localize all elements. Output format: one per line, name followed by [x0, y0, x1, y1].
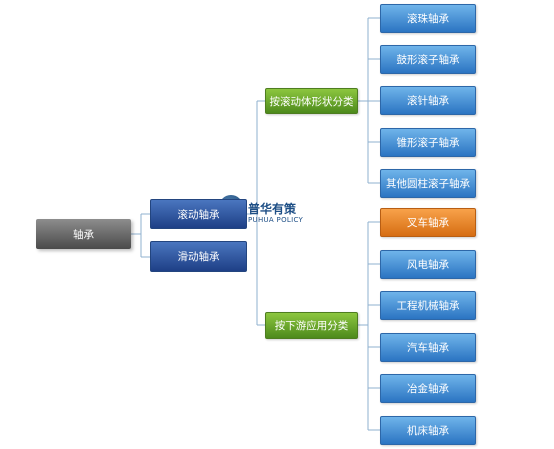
leaf-construction-machinery-bearing: 工程机械轴承	[380, 291, 476, 320]
watermark-name-en: PUHUA POLICY	[248, 216, 304, 224]
leaf-machine-tool-bearing: 机床轴承	[380, 416, 476, 445]
leaf-spherical-roller-bearing: 鼓形滚子轴承	[380, 45, 476, 74]
leaf-ball-bearing: 滚珠轴承	[380, 4, 476, 33]
leaf-tapered-roller-bearing: 锥形滚子轴承	[380, 128, 476, 157]
node-rolling-bearing: 滚动轴承	[150, 199, 247, 229]
node-sliding-bearing: 滑动轴承	[150, 241, 247, 272]
leaf-other-cylindrical-roller-bearing: 其他圆柱滚子轴承	[380, 169, 476, 198]
leaf-wind-power-bearing: 风电轴承	[380, 250, 476, 279]
leaf-metallurgy-bearing: 冶金轴承	[380, 374, 476, 403]
watermark-name-cn: 普华有策	[248, 202, 297, 216]
leaf-automotive-bearing: 汽车轴承	[380, 333, 476, 362]
node-by-downstream-application: 按下游应用分类	[265, 312, 358, 339]
node-root: 轴承	[36, 219, 131, 249]
leaf-needle-bearing: 滚针轴承	[380, 86, 476, 115]
node-by-rolling-element-shape: 按滚动体形状分类	[265, 88, 358, 114]
leaf-forklift-bearing: 叉车轴承	[380, 208, 476, 237]
